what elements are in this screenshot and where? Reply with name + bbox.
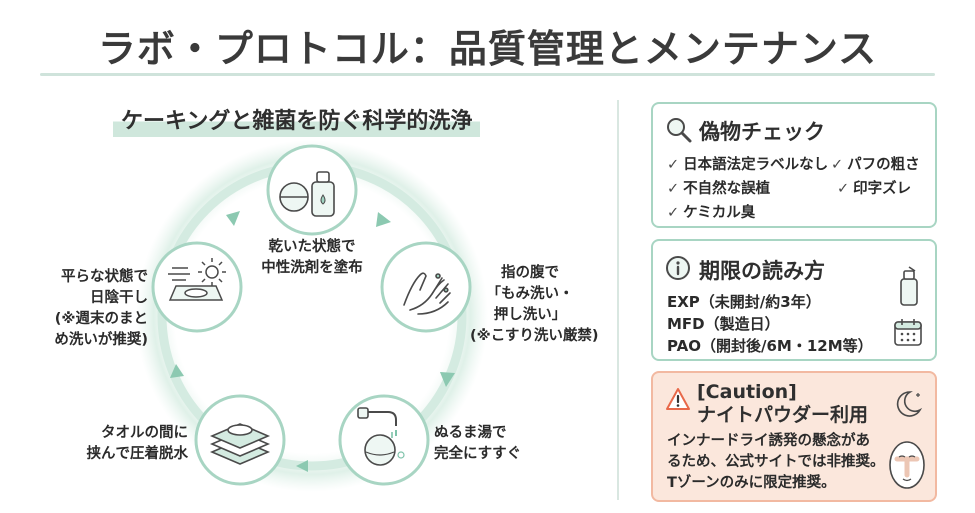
step-4-label: タオルの間に 挟んで圧着脱水 — [86, 425, 189, 462]
arrow-4-5 — [170, 364, 184, 378]
expiry-line-mfd: MFD（製造日） — [667, 315, 780, 333]
expiry-line-exp: EXP（未開封/約3年） — [667, 293, 821, 311]
step-2-label: 指の腹で 「もみ洗い・ 押し洗い」 (※こすり洗い厳禁) — [470, 265, 599, 344]
cosmetic-bottle-icon — [900, 266, 918, 306]
title-divider — [40, 73, 935, 76]
fake-check-card: 偽物チェック ✓日本語法定ラベルなし ✓パフの粗さ ✓不自然な誤植 ✓印字ズレ … — [651, 102, 937, 228]
cycle-title: ケーキングと雑菌を防ぐ科学的洗浄 — [113, 103, 481, 137]
check-item: ✓日本語法定ラベルなし — [667, 157, 829, 173]
check-item: ✓パフの粗さ — [831, 157, 920, 173]
moon-icon — [896, 391, 923, 417]
face-tzone-icon — [889, 441, 925, 489]
step-5-label: 平らな状態で 日陰干し (※週末のまと め洗いが推奨) — [54, 269, 148, 348]
page-title: ラボ・プロトコル：品質管理とメンテナンス — [97, 27, 878, 71]
step-4-node — [194, 394, 286, 486]
detergent-bottle-icon — [279, 171, 335, 217]
calendar-icon — [894, 319, 922, 346]
towel-stack-icon — [209, 423, 271, 465]
expiry-line-pao: PAO（開封後/6M・12M等） — [667, 337, 873, 355]
fake-check-title: 偽物チェック — [699, 120, 825, 144]
expiry-card: 期限の読み方 EXP（未開封/約3年） MFD（製造日） PAO（開封後/6M・… — [651, 239, 937, 361]
step-3-label: ぬるま湯で 完全にすすぐ — [434, 425, 522, 462]
check-item: ✓ケミカル臭 — [667, 205, 756, 221]
cleaning-cycle-diagram — [136, 140, 488, 492]
sun-dry-icon — [168, 258, 226, 301]
step-1-node — [266, 144, 358, 236]
caution-body: インナードライ誘発の懸念があ るため、公式サイトでは非推奨。 Tゾーンのみに限定… — [667, 433, 885, 491]
caution-card: [Caution] ナイトパウダー利用 インナードライ誘発の懸念があ るため、公… — [651, 371, 937, 502]
step-1-label: 乾いた状態で 中性洗剤を塗布 — [261, 239, 363, 276]
magnifier-icon — [667, 118, 692, 143]
check-item: ✓不自然な誤植 — [667, 181, 771, 197]
faucet-rinse-icon — [357, 407, 405, 466]
section-divider — [617, 100, 619, 500]
check-item: ✓印字ズレ — [837, 181, 912, 197]
arrow-1-2 — [376, 212, 391, 227]
step-3-node — [338, 394, 430, 486]
step-5-node — [151, 241, 243, 333]
info-icon — [666, 256, 690, 280]
warning-icon — [666, 388, 690, 410]
arrow-3-4 — [296, 460, 308, 472]
cycle-arrows — [170, 211, 455, 472]
caution-title: [Caution] ナイトパウダー利用 — [697, 381, 869, 426]
arrow-5-1 — [226, 211, 240, 226]
hands-washing-icon — [403, 272, 451, 315]
arrow-2-3 — [440, 372, 455, 387]
expiry-title: 期限の読み方 — [699, 259, 825, 283]
step-2-node — [380, 241, 472, 333]
